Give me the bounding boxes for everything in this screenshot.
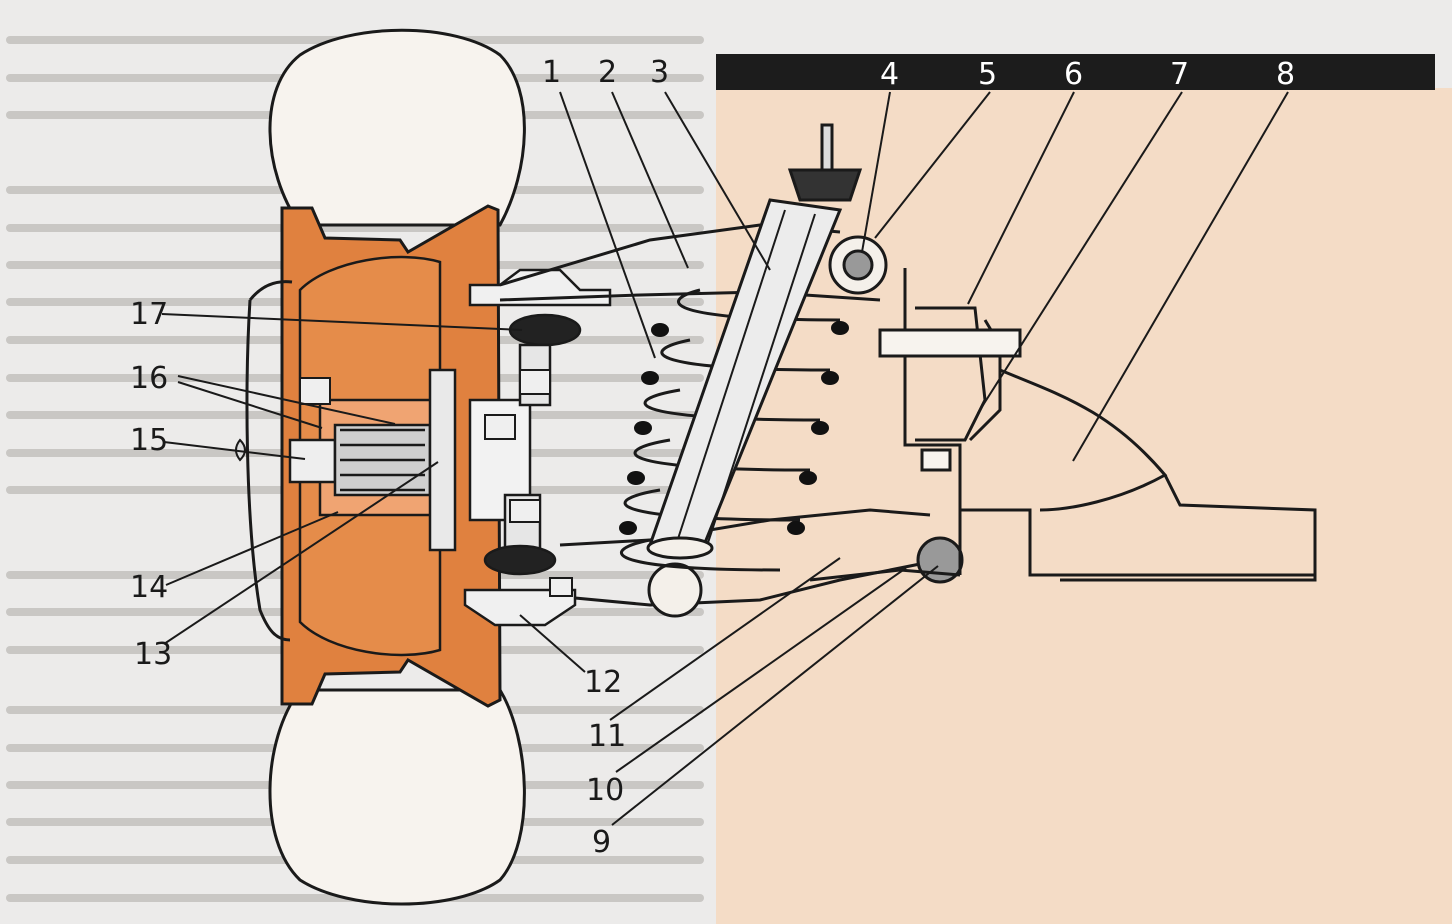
callout-6: 6: [1064, 57, 1083, 92]
leader-line-14: [165, 511, 339, 586]
leader-line-11: [609, 557, 841, 721]
callout-16: 16: [130, 361, 168, 396]
callout-5: 5: [978, 57, 997, 92]
callout-2: 2: [598, 55, 617, 90]
leader-line-2: [611, 91, 689, 269]
callout-3: 3: [650, 55, 669, 90]
leader-line-15: [163, 441, 306, 460]
callout-13: 13: [134, 637, 172, 672]
callout-1: 1: [542, 55, 561, 90]
leader-line-7: [977, 91, 1183, 414]
callout-11: 11: [588, 719, 626, 754]
wheel-tire: [268, 28, 526, 906]
callout-15: 15: [130, 423, 168, 458]
leader-line-12: [519, 614, 586, 673]
callout-8: 8: [1276, 57, 1295, 92]
bolt-icon: [299, 369, 573, 597]
leader-line-9: [611, 565, 939, 826]
header-band: [716, 54, 1435, 90]
leader-line-16b: [177, 375, 396, 425]
callout-12: 12: [584, 665, 622, 700]
leader-line-5: [874, 91, 991, 239]
callout-9: 9: [592, 825, 611, 860]
callout-4: 4: [880, 57, 899, 92]
leader-line-6: [967, 91, 1075, 305]
callout-14: 14: [130, 570, 168, 605]
leader-line-3: [664, 91, 771, 271]
leader-line-17: [161, 313, 523, 331]
callout-17: 17: [130, 297, 168, 332]
leader-line-13: [163, 461, 439, 645]
leader-line-16a: [177, 381, 323, 429]
wheel-hub: [288, 368, 532, 552]
spring-coil-sections: [619, 321, 849, 535]
leader-line-10: [615, 567, 907, 773]
shock-absorber: [646, 123, 863, 560]
leader-lines: [161, 91, 1289, 826]
leader-line-1: [559, 91, 656, 359]
leader-line-8: [1072, 91, 1289, 462]
leader-line-4: [861, 91, 891, 253]
callout-10: 10: [586, 773, 624, 808]
body-frame: [809, 268, 1317, 582]
callout-7: 7: [1170, 57, 1189, 92]
